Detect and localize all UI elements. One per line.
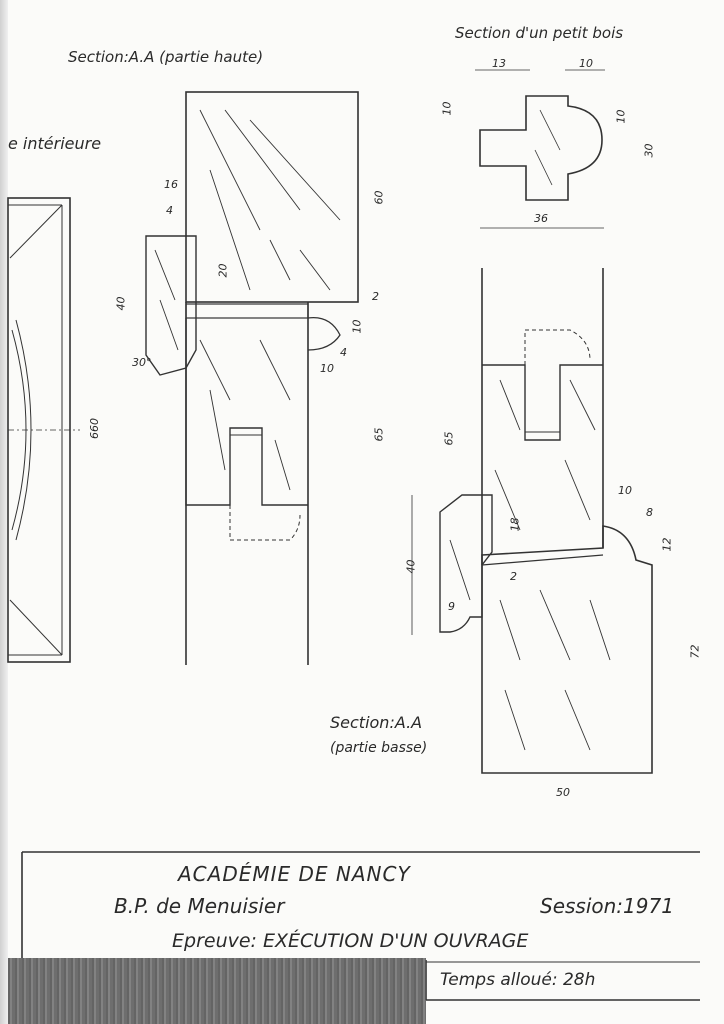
dim-10b: 10	[320, 362, 334, 375]
dim-2-mid: 2	[510, 570, 517, 583]
glazing-bar-section	[475, 69, 605, 229]
lower-section-drawing	[411, 268, 653, 774]
academy-name: ACADÉMIE DE NANCY	[178, 862, 411, 886]
dim-13: 13	[492, 57, 506, 70]
dim-660: 660	[88, 418, 101, 439]
exam-title: Epreuve: EXÉCUTION D'UN OUVRAGE	[172, 930, 529, 952]
dim-36: 36	[534, 212, 548, 225]
dim-9: 9	[448, 600, 455, 613]
dim-16: 16	[164, 178, 178, 191]
diploma-name: B.P. de Menuisier	[114, 894, 285, 918]
scan-artifact	[8, 958, 426, 1024]
dim-10d: 10	[440, 101, 454, 116]
door-elevation-fragment	[7, 197, 80, 663]
dim-18: 18	[508, 517, 522, 532]
interior-label: e intérieure	[8, 134, 102, 153]
bottom-section-subtitle: (partie basse)	[330, 740, 428, 756]
dim-8: 8	[646, 506, 653, 519]
dim-50: 50	[556, 786, 570, 799]
bottom-section-title: Section:A.A	[330, 713, 423, 732]
dim-4a: 4	[340, 346, 347, 359]
dim-65-left: 65	[372, 427, 386, 442]
title-block-frame	[21, 851, 700, 1001]
dim-2-top: 2	[372, 290, 379, 303]
dim-20: 20	[216, 263, 230, 278]
dim-10c: 10	[579, 57, 593, 70]
glazing-bar-title: Section d'un petit bois	[455, 24, 624, 42]
dim-30: 30	[642, 143, 656, 158]
dim-10f: 10	[618, 484, 632, 497]
session-year: Session:1971	[540, 894, 674, 918]
dim-65-right: 65	[442, 431, 456, 446]
dim-60: 60	[372, 190, 386, 205]
time-allowed: Temps alloué: 28h	[440, 970, 596, 990]
dim-40-right: 40	[404, 559, 418, 574]
scan-edge	[0, 0, 8, 1024]
dim-40-left: 40	[114, 296, 128, 311]
dim-30deg: 30°	[132, 356, 152, 369]
upper-section-drawing	[145, 91, 359, 665]
dim-4: 4	[166, 204, 173, 217]
dim-10e: 10	[614, 109, 628, 124]
dim-12: 12	[660, 537, 674, 552]
dim-10a: 10	[350, 319, 364, 334]
dim-72: 72	[688, 644, 702, 659]
top-section-title: Section:A.A (partie haute)	[68, 48, 264, 66]
